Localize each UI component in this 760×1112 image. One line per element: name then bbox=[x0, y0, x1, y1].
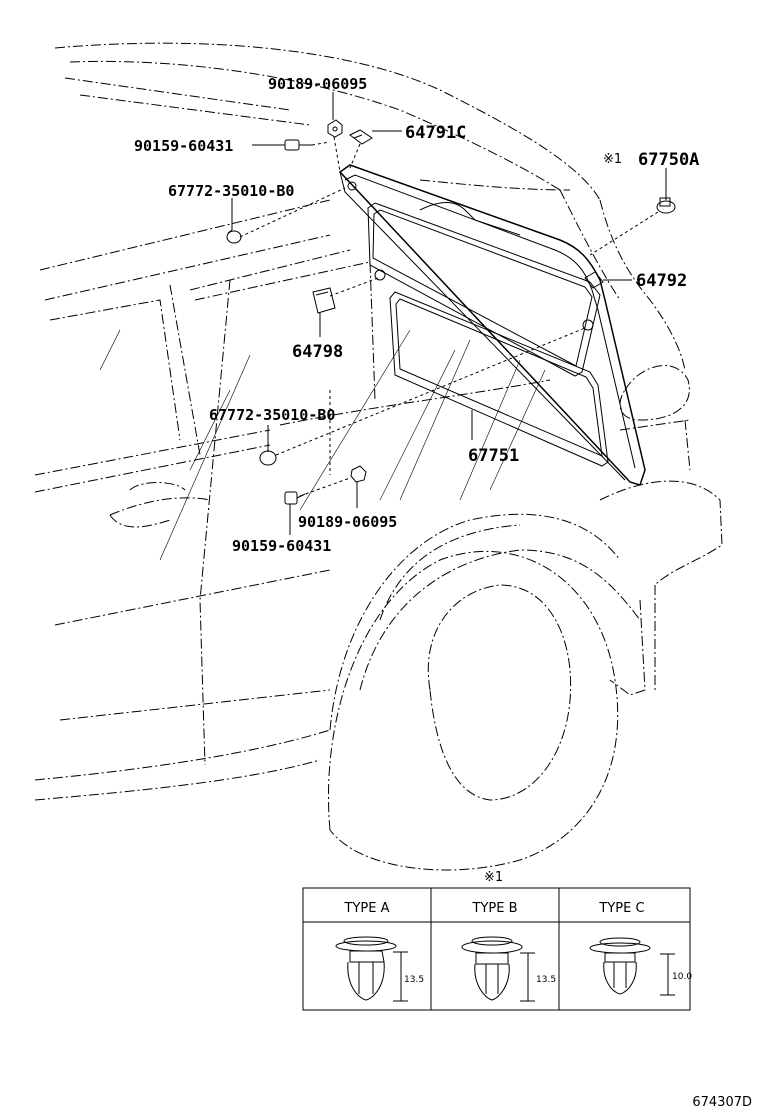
table-mark: ※1 bbox=[484, 870, 503, 885]
label-64791c: 64791C bbox=[405, 123, 466, 143]
type-a-label: TYPE A bbox=[344, 901, 390, 916]
type-a-clip-icon bbox=[335, 936, 397, 1001]
label-mark-67750a: ※1 bbox=[603, 152, 622, 167]
cover-64798-icon bbox=[312, 287, 336, 314]
label-67750a: 67750A bbox=[638, 150, 699, 170]
plug-67772-top-icon bbox=[226, 229, 242, 244]
label-90159-top: 90159-60431 bbox=[134, 137, 233, 155]
label-90189-bottom: 90189-06095 bbox=[298, 513, 397, 531]
assembly-lines bbox=[239, 136, 659, 497]
trim-panel-67751 bbox=[338, 164, 646, 486]
bolt-90159-top-icon bbox=[284, 139, 312, 151]
type-b-dimension: 13.5 bbox=[536, 975, 556, 985]
plug-67772-bottom-icon bbox=[259, 450, 277, 466]
label-67772-top: 67772-35010-B0 bbox=[168, 182, 294, 200]
label-67751: 67751 bbox=[468, 446, 519, 466]
clip-64792-icon bbox=[584, 271, 604, 289]
bolt-90159-bottom-icon bbox=[284, 491, 306, 505]
figure-code: 674307D bbox=[692, 1095, 752, 1110]
type-c-clip-icon bbox=[589, 937, 651, 995]
label-64798: 64798 bbox=[292, 342, 343, 362]
type-c-label: TYPE C bbox=[598, 901, 644, 916]
clip-64791c-icon bbox=[349, 129, 373, 145]
type-c-dimension: 10.0 bbox=[672, 972, 692, 982]
label-90189-top: 90189-06095 bbox=[268, 75, 367, 93]
label-64792: 64792 bbox=[636, 271, 687, 291]
leader-lines bbox=[231, 92, 667, 535]
label-67772-bottom: 67772-35010-B0 bbox=[209, 406, 335, 424]
type-b-clip-icon bbox=[461, 936, 523, 1001]
vehicle-body-outline bbox=[34, 42, 723, 871]
nut-90189-top-icon bbox=[327, 119, 343, 138]
type-b-label: TYPE B bbox=[472, 901, 518, 916]
type-a-dimension: 13.5 bbox=[404, 975, 424, 985]
clip-type-table: ※1 TYPE A TYPE B TYPE C 13.5 bbox=[302, 870, 692, 1011]
label-90159-bottom: 90159-60431 bbox=[232, 537, 331, 555]
nut-90189-bottom-icon bbox=[350, 465, 367, 483]
part-labels: 90189-06095 90159-60431 64791C 67772-350… bbox=[134, 75, 699, 555]
clip-67750a-icon bbox=[656, 197, 676, 214]
